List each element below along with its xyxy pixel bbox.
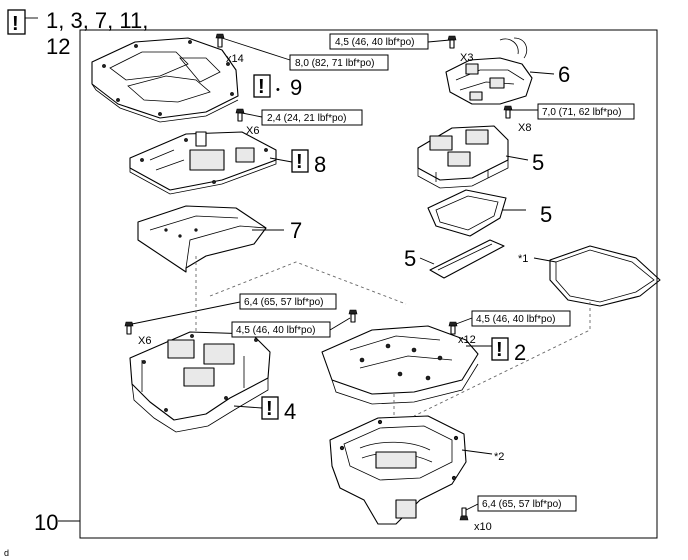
bolt-mid: 4,5 (46, 40 lbf*po) (231, 309, 358, 338)
assembly-guide-lines (195, 256, 591, 418)
part-7-number: 7 (290, 218, 302, 243)
part-2-number: 2 (514, 340, 526, 365)
warning-icon-glyph: ! (296, 151, 303, 173)
warning-icon (491, 337, 509, 361)
part-8-callout: ! 8 (269, 149, 326, 177)
part-4-case (129, 331, 271, 433)
inverter-housing: *2 (329, 415, 504, 525)
warning-icon-glyph: ! (496, 339, 503, 361)
assembly-frame (79, 29, 658, 539)
warning-icon (253, 74, 271, 98)
bolt-bottom-qty: x10 (474, 521, 492, 533)
warning-icon (261, 396, 279, 420)
part-8-board (129, 131, 277, 195)
bolt-bottom: 6,4 (65, 57 lbf*po) x10 (459, 495, 577, 533)
bolt-reactor: 7,0 (71, 62 lbf*po) X8 (503, 103, 635, 134)
bolt-cover-torque: 8,0 (82, 71 lbf*po) (295, 58, 375, 69)
part-9-top-cover (91, 37, 239, 123)
part-5a-number: 5 (532, 150, 544, 175)
bolt-upper-qty: X6 (246, 125, 259, 137)
part-5c-number: 5 (404, 246, 416, 271)
main-callout: ! 1, 3, 7, 11, 12 (7, 8, 148, 59)
part-6-number: 6 (558, 62, 570, 87)
bolt-upper: 2,4 (24, 21 lbf*po) X6 (235, 108, 363, 137)
part-5-plate: 5 (427, 189, 552, 237)
bolt-reactor-qty: X8 (518, 122, 531, 134)
bolt-mid-torque: 4,5 (46, 40 lbf*po) (236, 325, 316, 336)
bolt-lower-left-qty: X6 (138, 335, 151, 347)
part-8-number: 8 (314, 152, 326, 177)
part-9-callout: ! • 9 (253, 74, 302, 100)
warning-icon-glyph: ! (12, 13, 19, 35)
note-2: *2 (494, 451, 504, 463)
assembly-callout: 10 (34, 510, 80, 535)
part-2-callout: ! 2 (466, 337, 526, 365)
part-4-number: 4 (284, 399, 296, 424)
bolt-harness-torque: 4,5 (46, 40 lbf*po) (335, 37, 415, 48)
image-code: d (4, 548, 9, 558)
main-callout-text: 1, 3, 7, 11, (46, 8, 148, 33)
bolt-harness-qty: X3 (460, 52, 473, 64)
gasket-ring: *1 (518, 245, 661, 307)
main-callout-text-2: 12 (46, 34, 70, 59)
note-1: *1 (518, 253, 528, 265)
warning-icon (291, 149, 309, 173)
bolt-lower-left: 6,4 (65, 57 lbf*po) X6 (124, 293, 337, 347)
bolt-harness: 4,5 (46, 40 lbf*po) X3 (329, 33, 473, 64)
part-9-number: 9 (290, 75, 302, 100)
warning-icon-glyph: ! (266, 398, 273, 420)
part-2-valve-body (321, 325, 479, 405)
bolt-right-qty: x12 (458, 334, 476, 346)
bolt-upper-torque: 2,4 (24, 21 lbf*po) (267, 113, 347, 124)
part-9-bullet: • (276, 84, 280, 96)
bolt-cover: 8,0 (82, 71 lbf*po) x14 (215, 33, 389, 71)
part-5-seal: 5 (404, 239, 505, 279)
part-6-harness: 6 (445, 37, 570, 105)
warning-icon (7, 9, 26, 35)
part-5-reactor: 5 (417, 125, 544, 189)
bolt-right: 4,5 (46, 40 lbf*po) x12 (448, 310, 571, 346)
bolt-right-torque: 4,5 (46, 40 lbf*po) (476, 314, 556, 325)
warning-icon-glyph: ! (258, 76, 265, 98)
bolt-reactor-torque: 7,0 (71, 62 lbf*po) (542, 107, 622, 118)
assembly-number: 10 (34, 510, 58, 535)
part-4-callout: ! 4 (233, 396, 296, 424)
part-7-tray: 7 (137, 205, 302, 273)
bolt-bottom-torque: 6,4 (65, 57 lbf*po) (482, 499, 562, 510)
part-5b-number: 5 (540, 202, 552, 227)
bolt-lower-left-torque: 6,4 (65, 57 lbf*po) (244, 297, 324, 308)
bolt-cover-qty: x14 (226, 53, 244, 65)
